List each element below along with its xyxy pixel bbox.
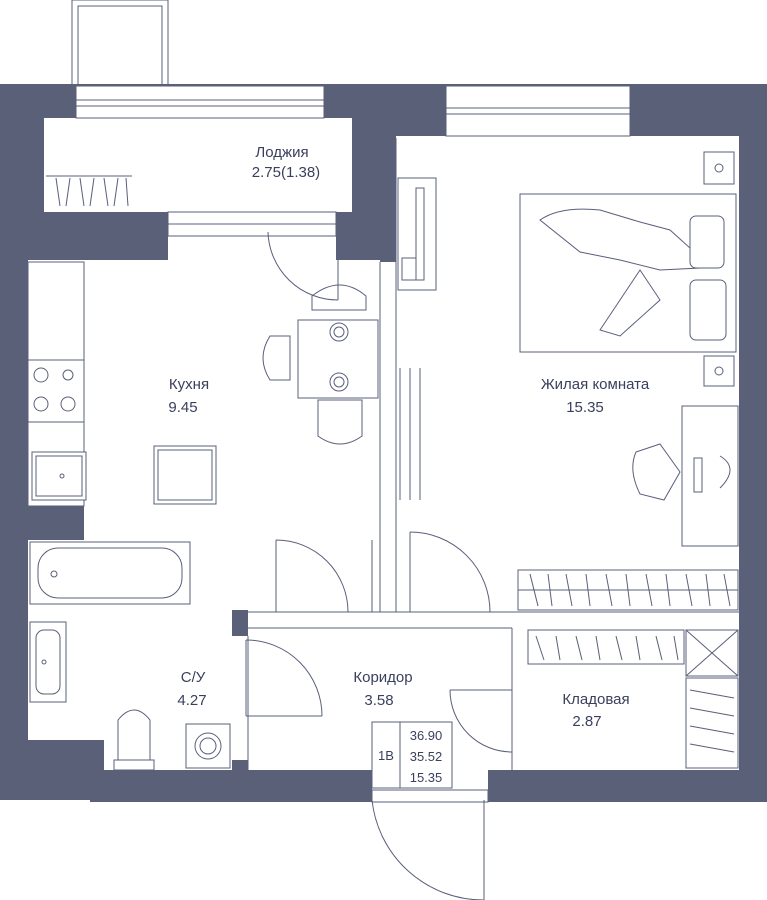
- room-area-loggia: 2.75(1.38): [252, 164, 320, 181]
- total-area: 36.90: [410, 728, 443, 743]
- tv-unit: [397, 177, 437, 291]
- room-name-living: Жилая комната: [541, 376, 650, 393]
- drying-rack: [46, 175, 132, 207]
- room-name-kitchen: Кухня: [169, 376, 209, 393]
- radiator: [399, 368, 421, 500]
- room-name-bathroom: С/У: [181, 669, 206, 686]
- room-area-bathroom: 4.27: [177, 692, 206, 709]
- bathtub: [29, 541, 191, 605]
- dining-table: [262, 284, 379, 445]
- balcony-frame: [71, 0, 169, 91]
- bathroom-sink: [29, 621, 67, 703]
- room-name-loggia: Лоджия: [255, 144, 308, 161]
- kitchen-counter: [27, 261, 217, 507]
- wardrobe-living: [517, 569, 739, 611]
- walls: [0, 84, 767, 802]
- living-room-area: 15.35: [410, 770, 443, 785]
- apartment-type: 1В: [378, 748, 394, 763]
- living-area-total: 35.52: [410, 749, 443, 764]
- room-area-corridor: 3.58: [364, 692, 393, 709]
- interior-lines: [247, 138, 739, 770]
- storage-shelves: [527, 629, 739, 769]
- room-area-living: 15.35: [566, 399, 604, 416]
- room-area-kitchen: 9.45: [168, 399, 197, 416]
- windows: [75, 85, 631, 237]
- room-name-corridor: Коридор: [353, 669, 412, 686]
- bed: [519, 151, 737, 387]
- doors: [245, 231, 513, 900]
- summary-table: [371, 721, 453, 789]
- desk: [632, 405, 739, 547]
- toilet: [113, 709, 155, 771]
- room-area-storage: 2.87: [572, 713, 601, 730]
- room-labels: Лоджия 2.75(1.38) Кухня 9.45 Жилая комна…: [168, 144, 649, 785]
- washing-machine: [185, 723, 231, 769]
- room-name-storage: Кладовая: [562, 691, 629, 708]
